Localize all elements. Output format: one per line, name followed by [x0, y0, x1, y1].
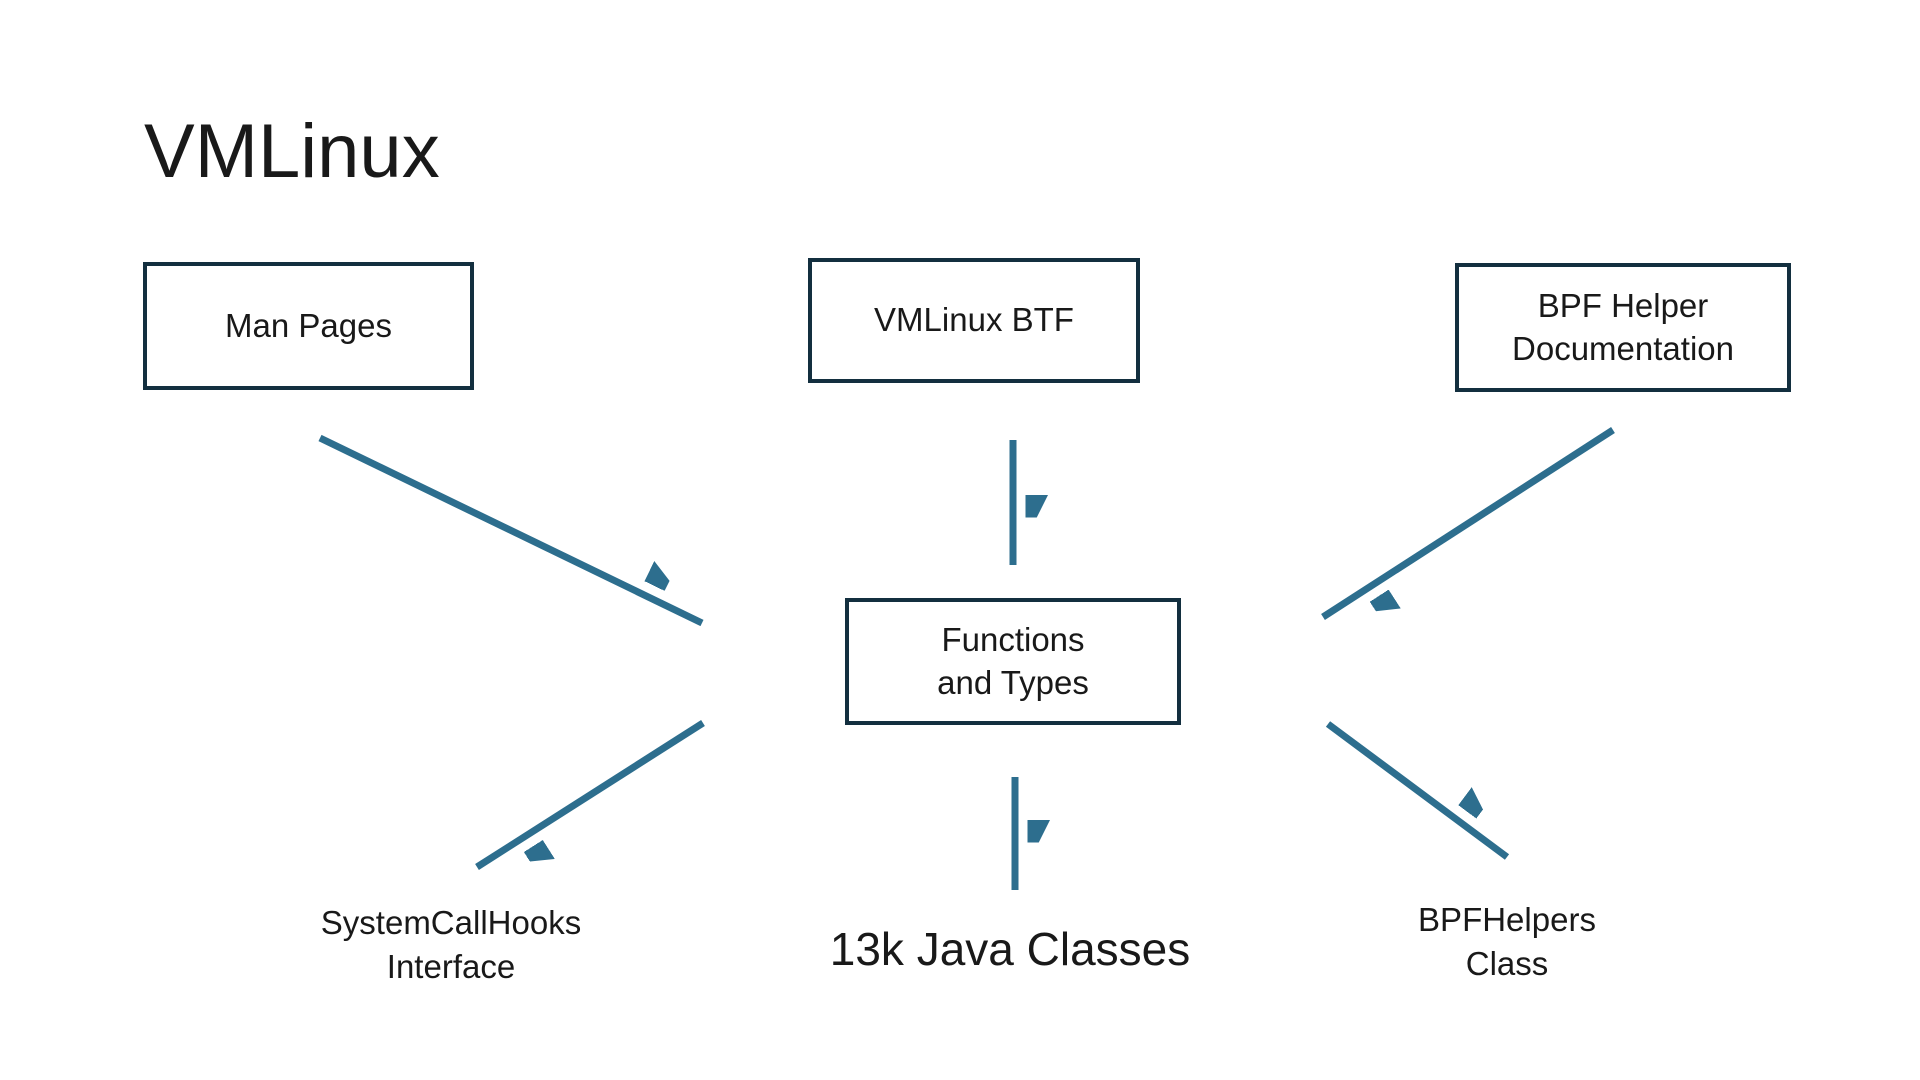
node-bpf-helper-documentation: BPF Helper Documentation — [1455, 263, 1791, 392]
node-bpfhelpers-class: BPFHelpers Class — [1418, 901, 1596, 982]
node-vmlinux-btf-label: VMLinux BTF — [874, 301, 1074, 339]
node-man-pages-label: Man Pages — [225, 306, 392, 344]
arrow-bpf-helper-documentation-to-functions-and-types — [1321, 427, 1615, 620]
node-vmlinux-btf: VMLinux BTF — [808, 258, 1140, 383]
slide-title: VMLinux — [144, 109, 440, 194]
arrow-man-pages-to-functions-and-types — [318, 434, 704, 627]
node-13k-java-classes: 13k Java Classes — [829, 923, 1191, 975]
node-functions-and-types: Functions and Types — [845, 598, 1181, 725]
arrow-functions-and-types-to-bpfhelpers-class — [1325, 721, 1510, 860]
node-man-pages: Man Pages — [143, 262, 474, 390]
node-bpf-helper-documentation-label: BPF Helper Documentation — [1512, 286, 1734, 367]
node-systemcallhooks-interface: SystemCallHooks Interface — [320, 904, 582, 985]
arrow-functions-and-types-to-systemcallhooks-interface — [475, 720, 705, 870]
node-functions-and-types-label: Functions and Types — [937, 620, 1089, 701]
